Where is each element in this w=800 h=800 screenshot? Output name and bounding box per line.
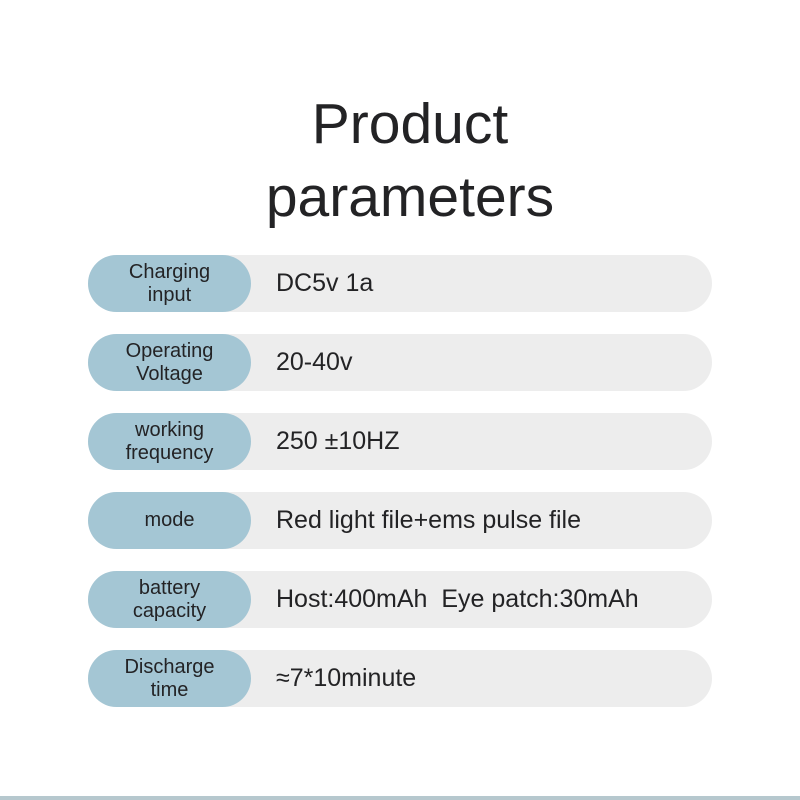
- spec-row-mode: mode Red light file+ems pulse file: [88, 492, 712, 549]
- bottom-accent-bar: [0, 796, 800, 800]
- spec-row-operating-voltage: Operating Voltage 20-40v: [88, 334, 712, 391]
- spec-value: ≈7*10minute: [276, 664, 417, 692]
- spec-label: Operating Voltage: [125, 339, 214, 385]
- spec-label-pill: working frequency: [88, 413, 251, 470]
- spec-row-charging-input: Charging input DC5v 1a: [88, 255, 712, 312]
- spec-label-pill: Discharge time: [88, 650, 251, 707]
- spec-label-pill: Charging input: [88, 255, 251, 312]
- spec-label-pill: Operating Voltage: [88, 334, 251, 391]
- spec-label: Charging input: [128, 260, 211, 306]
- spec-label: battery capacity: [132, 576, 207, 622]
- spec-label-pill: battery capacity: [88, 571, 251, 628]
- spec-row-discharge-time: Discharge time ≈7*10minute: [88, 650, 712, 707]
- spec-label: working frequency: [125, 418, 214, 464]
- spec-row-battery-capacity: battery capacity Host:400mAh Eye patch:3…: [88, 571, 712, 628]
- spec-label: Discharge time: [124, 655, 215, 701]
- spec-value: 250 ±10HZ: [276, 427, 400, 455]
- page-title: Product parameters: [265, 92, 555, 230]
- spec-value: DC5v 1a: [276, 269, 374, 297]
- spec-table: Charging input DC5v 1a Operating Voltage…: [88, 255, 712, 729]
- spec-row-working-frequency: working frequency 250 ±10HZ: [88, 413, 712, 470]
- spec-label: mode: [144, 509, 195, 531]
- spec-value: Red light file+ems pulse file: [276, 506, 582, 534]
- spec-value: 20-40v: [276, 348, 353, 376]
- spec-value: Host:400mAh Eye patch:30mAh: [276, 585, 639, 613]
- spec-label-pill: mode: [88, 492, 251, 549]
